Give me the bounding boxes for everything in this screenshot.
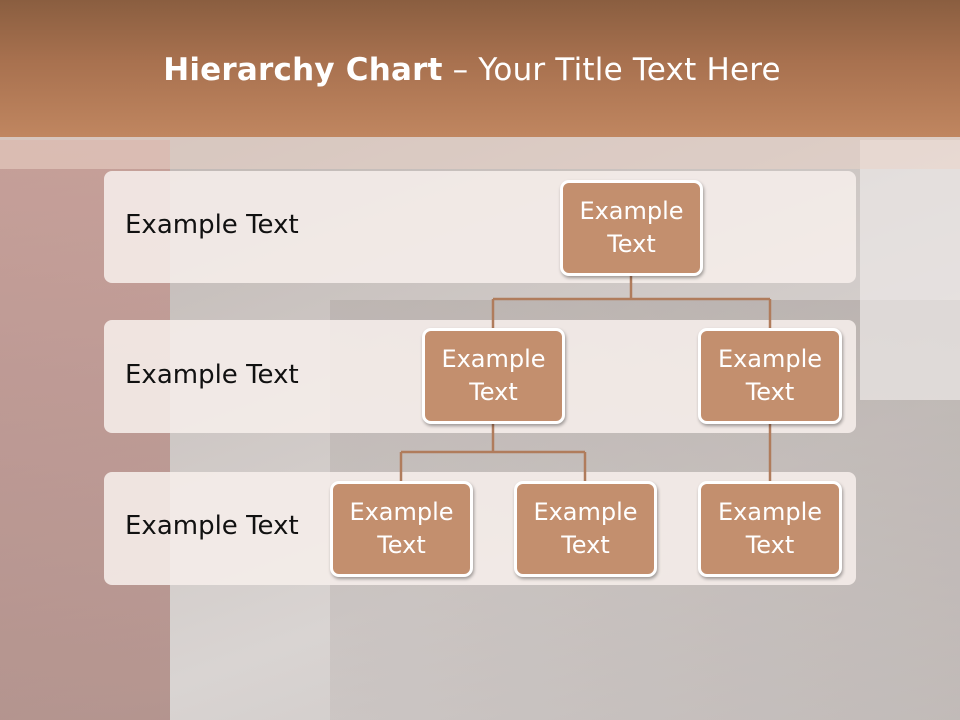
title-bar xyxy=(0,0,960,137)
node-level3-b: Example Text xyxy=(514,481,657,577)
slide-title-bold: Hierarchy Chart xyxy=(163,52,443,88)
node-level2-right: Example Text xyxy=(698,328,842,424)
node-level3-a: Example Text xyxy=(330,481,473,577)
row-label-1: Example Text xyxy=(125,210,299,240)
row-label-2: Example Text xyxy=(125,360,299,390)
slide-title-rest: – Your Title Text Here xyxy=(442,52,781,88)
node-level3-c: Example Text xyxy=(698,481,842,577)
node-level2-left: Example Text xyxy=(422,328,565,424)
title-bar-band xyxy=(0,137,960,169)
node-root: Example Text xyxy=(560,180,703,276)
slide-title: Hierarchy Chart – Your Title Text Here xyxy=(0,52,944,88)
hierarchy-row-1 xyxy=(104,171,856,283)
row-label-3: Example Text xyxy=(125,511,299,541)
background-photo-highlight xyxy=(860,140,960,400)
